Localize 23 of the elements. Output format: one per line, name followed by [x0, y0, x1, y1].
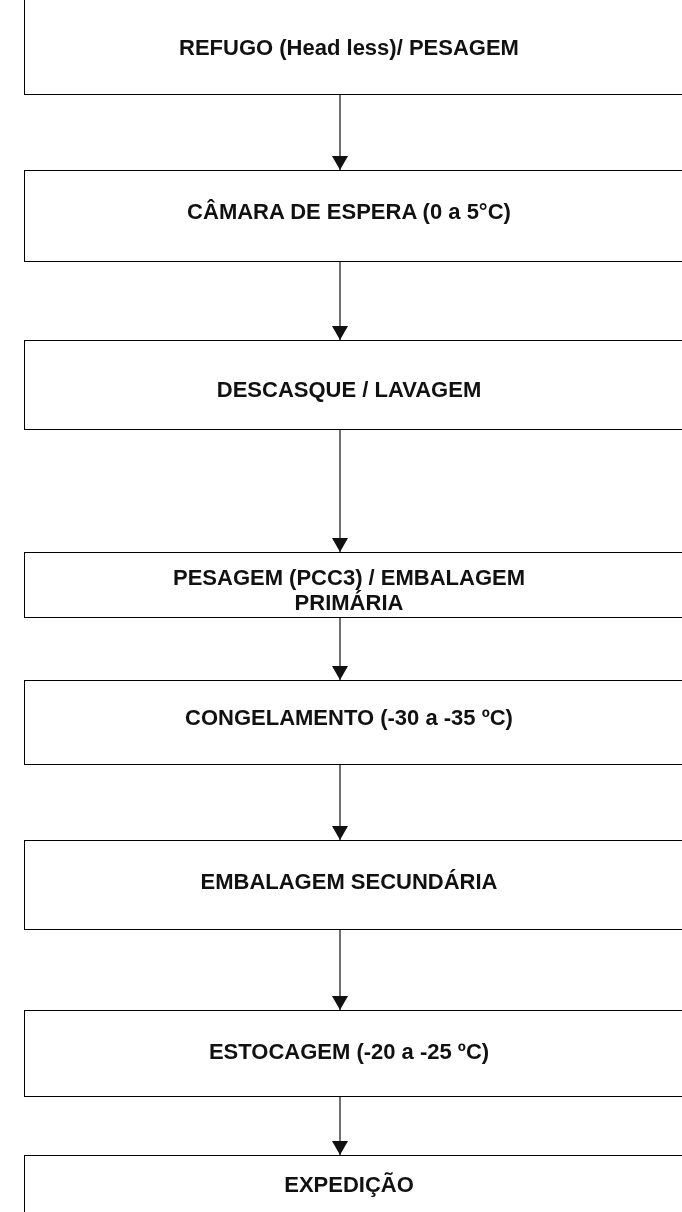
step-label: DESCASQUE / LAVAGEM [215, 377, 483, 402]
process-box [24, 1155, 682, 1212]
process-box [24, 552, 682, 618]
step-label: PESAGEM (PCC3) / EMBALAGEM PRIMÁRIA [172, 565, 526, 615]
step-label: REFUGO (Head less)/ PESAGEM [178, 35, 520, 60]
process-box [24, 340, 682, 430]
step-label: EMBALAGEM SECUNDÁRIA [199, 869, 499, 894]
process-box [24, 680, 682, 765]
arrow [332, 617, 348, 681]
process-box [24, 1010, 682, 1097]
process-box [24, 840, 682, 930]
process-box [24, 170, 682, 262]
step-label: ESTOCAGEM (-20 a -25 ºC) [207, 1039, 491, 1064]
arrow [332, 929, 348, 1011]
arrow [332, 94, 348, 171]
arrow [332, 429, 348, 553]
arrow [332, 1096, 348, 1156]
arrow [332, 764, 348, 841]
process-box [24, 0, 682, 95]
step-label: EXPEDIÇÃO [283, 1172, 415, 1197]
step-label: CÂMARA DE ESPERA (0 a 5°C) [186, 199, 512, 224]
step-label: CONGELAMENTO (-30 a -35 ºC) [184, 705, 514, 730]
arrow [332, 261, 348, 341]
